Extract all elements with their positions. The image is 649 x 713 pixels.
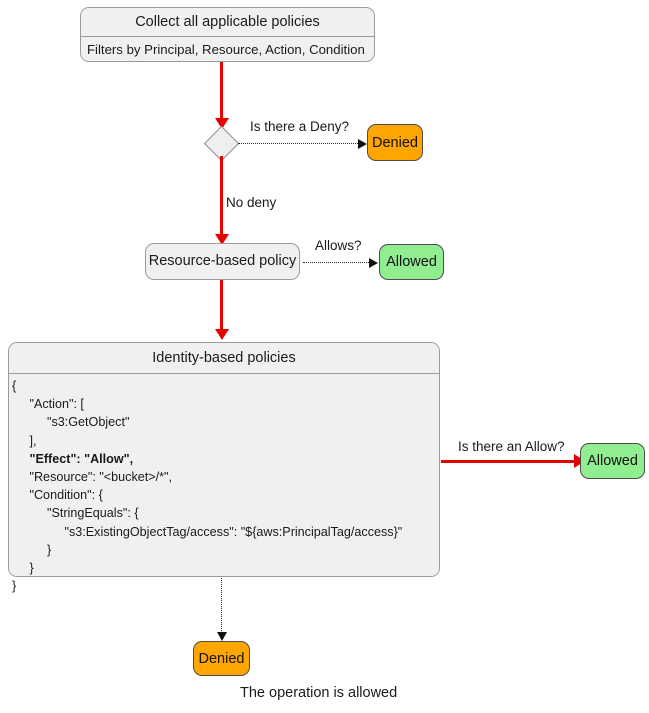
policy-code-line: } (12, 542, 52, 557)
policy-code-line: "s3:ExistingObjectTag/access": "${aws:Pr… (12, 524, 403, 539)
edge-label-is-there-an-allow: Is there an Allow? (458, 439, 565, 454)
edge-identity-policies-to-denied-arrowhead (217, 632, 227, 641)
policy-code-line: "Effect": "Allow", (12, 451, 134, 466)
identity-based-policies-title: Identity-based policies (9, 343, 439, 374)
edge-deny-to-denied-arrowhead (358, 139, 367, 149)
collect-policies-subtitle: Filters by Principal, Resource, Action, … (87, 42, 365, 57)
edge-label-is-there-a-deny: Is there a Deny? (250, 119, 350, 134)
policy-code-line: { (12, 379, 17, 393)
collect-policies-node: Collect all applicable policies Filters … (80, 7, 375, 62)
diagram-caption: The operation is allowed (240, 685, 398, 701)
collect-policies-subtitle-row: Filters by Principal, Resource, Action, … (81, 37, 374, 61)
collect-policies-title: Collect all applicable policies (81, 8, 374, 37)
edge-resource-policy-to-identity-policies (220, 280, 223, 331)
allowed-outcome-node-right: Allowed (580, 443, 645, 479)
policy-code-line: "s3:GetObject" (12, 415, 130, 430)
policy-code-line: "Resource": "<bucket>/*", (12, 470, 172, 485)
edge-collect-to-deny-arrowhead (215, 118, 229, 129)
policy-code-line: } (12, 561, 34, 576)
allowed-outcome-label-right: Allowed (587, 453, 638, 469)
allowed-outcome-label-middle: Allowed (386, 254, 437, 270)
denied-outcome-label-bottom: Denied (198, 650, 245, 667)
edge-identity-policies-to-denied (221, 578, 222, 635)
denied-outcome-node-bottom: Denied (193, 641, 250, 676)
policy-code-line: } (12, 579, 17, 594)
identity-based-policies-node: Identity-based policies (8, 342, 440, 577)
edge-deny-to-resource-policy (220, 156, 223, 236)
edge-identity-policies-to-allowed-arrowhead (574, 454, 585, 468)
denied-outcome-label-top: Denied (372, 134, 418, 151)
policy-code-line: "Condition": { (12, 488, 103, 503)
edge-identity-policies-to-allowed (441, 460, 578, 463)
edge-resource-policy-to-allowed-arrowhead (369, 258, 378, 268)
edge-collect-to-deny (220, 62, 223, 120)
policy-code-line: "StringEquals": { (12, 506, 139, 521)
edge-deny-to-denied (238, 143, 360, 144)
allowed-outcome-node-middle: Allowed (379, 244, 444, 280)
resource-based-policy-label: Resource-based policy (148, 253, 297, 270)
identity-policy-json-code: { "Action": [ "s3:GetObject" ], "Effect"… (12, 377, 436, 595)
edge-deny-to-resource-policy-arrowhead (215, 234, 229, 245)
identity-based-policies-body (9, 374, 439, 576)
resource-based-policy-node: Resource-based policy (145, 243, 300, 280)
edge-label-allows: Allows? (315, 238, 362, 253)
edge-resource-policy-to-allowed (303, 262, 371, 263)
edge-resource-policy-to-identity-policies-arrowhead (215, 329, 229, 340)
policy-code-line: "Action": [ (12, 397, 84, 412)
policy-code-line: ], (12, 433, 37, 448)
edge-label-no-deny: No deny (226, 195, 277, 210)
denied-outcome-node-top: Denied (367, 124, 423, 161)
